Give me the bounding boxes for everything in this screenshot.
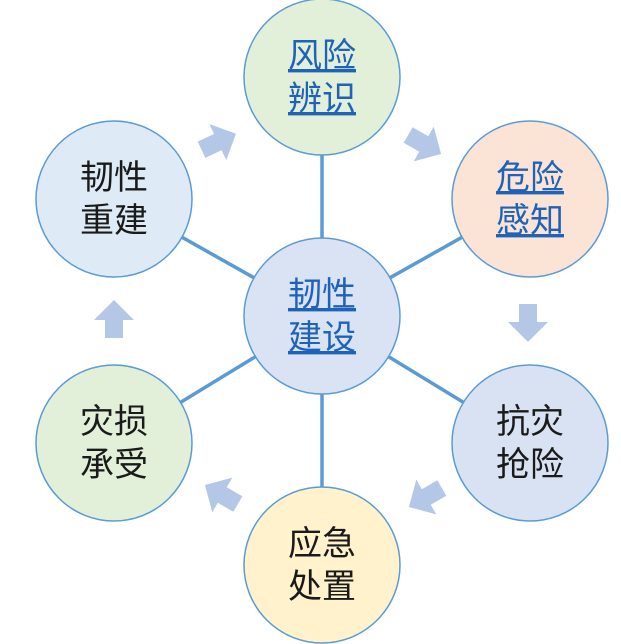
node-resilience-rebuild-label-line2: 重建 — [80, 201, 148, 241]
node-danger-perception-label-line2: 感知 — [496, 201, 564, 241]
node-circle-risk-identification — [243, 0, 401, 156]
node-damage-bearing-label-line2: 承受 — [80, 445, 148, 485]
node-emergency-response-label-line2: 处置 — [288, 567, 356, 607]
node-disaster-rescue-label-line2: 抢险 — [496, 445, 564, 485]
node-danger-perception-label-line1: 危险 — [496, 158, 564, 198]
node-circle-emergency-response — [243, 486, 401, 644]
right-arrow-icon-2 — [403, 126, 442, 162]
right-arrow-icon-1 — [197, 124, 236, 161]
center-label-line1: 韧性 — [288, 275, 356, 315]
center-node: 韧性 建设 — [243, 237, 401, 395]
node-circle-damage-bearing — [35, 364, 193, 522]
node-circle-resilience-rebuild — [35, 120, 193, 278]
up-arrow-icon-6 — [94, 300, 134, 338]
node-risk-identification-label-line2: 辨识 — [288, 79, 356, 119]
node-risk-identification-label-line1: 风险 — [288, 36, 356, 76]
node-resilience-rebuild-label-line1: 韧性 — [80, 158, 148, 198]
center-label-line2: 建设 — [288, 318, 356, 358]
down-arrow-icon-3 — [508, 304, 548, 342]
node-emergency-response-label-line1: 应急 — [288, 524, 356, 564]
node-circle-disaster-rescue — [451, 364, 609, 522]
center-circle — [243, 237, 401, 395]
node-damage-bearing-label-line1: 灾损 — [80, 402, 148, 442]
left-arrow-icon-5 — [204, 477, 243, 513]
node-disaster-rescue-label-line1: 抗灾 — [496, 402, 564, 442]
node-circle-danger-perception — [451, 120, 609, 278]
cycle-arrows — [94, 124, 548, 515]
left-arrow-icon-4 — [408, 479, 447, 515]
